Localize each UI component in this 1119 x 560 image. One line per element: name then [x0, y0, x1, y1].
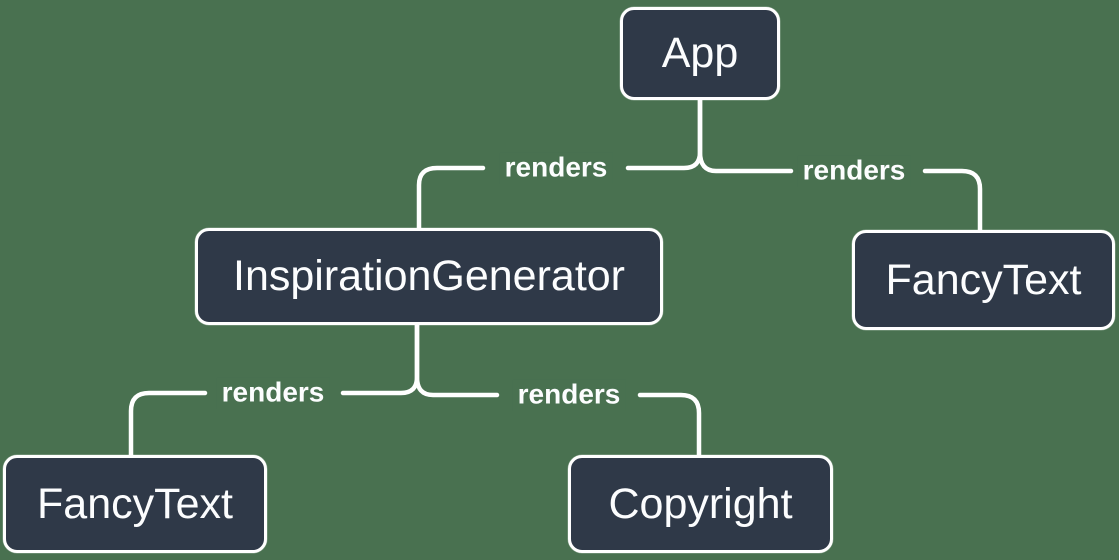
node-fancy-text-top-label: FancyText	[885, 255, 1082, 304]
node-fancy-text-top: FancyText	[852, 230, 1115, 330]
node-app-label: App	[661, 29, 739, 77]
edge-label-inspiration-generator-copyright: renders	[512, 379, 626, 411]
edge-label-inspiration-generator-fancy-text: renders	[216, 377, 330, 409]
node-fancy-text-bottom-label: FancyText	[37, 479, 233, 528]
node-inspiration-generator: InspirationGenerator	[195, 228, 663, 325]
edge-label-app-fancy-text: renders	[797, 155, 911, 187]
node-copyright-label: Copyright	[608, 479, 793, 528]
node-fancy-text-bottom: FancyText	[3, 455, 267, 553]
node-copyright: Copyright	[568, 455, 833, 553]
edge-inspiration-generator-to-copyright	[414, 322, 702, 458]
edge-app-to-fancy-text	[697, 97, 983, 233]
edge-label-app-inspiration-generator: renders	[499, 152, 613, 184]
node-inspiration-generator-label: InspirationGenerator	[233, 252, 625, 300]
node-app: App	[620, 7, 780, 100]
